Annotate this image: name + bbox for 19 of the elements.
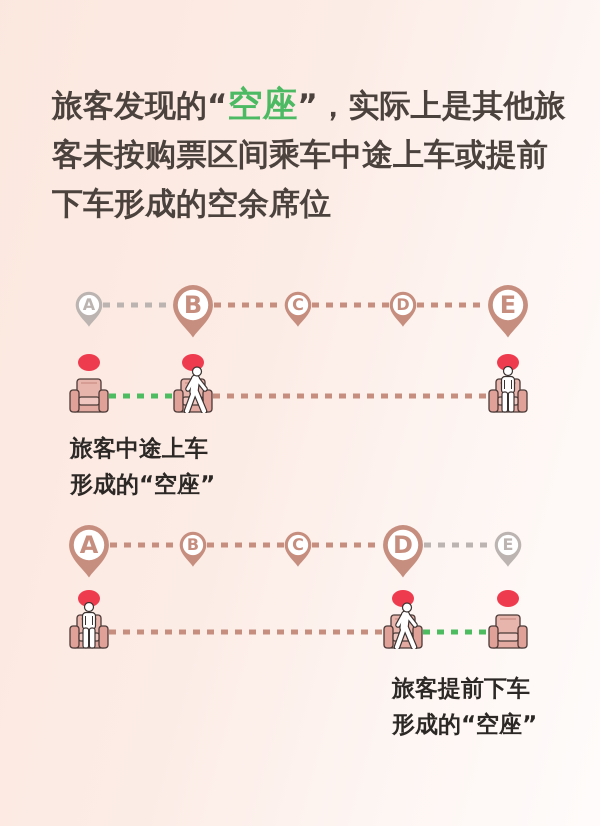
station-letter: D	[396, 297, 410, 313]
dashed-connector	[109, 394, 173, 398]
station-letter: C	[292, 297, 304, 313]
heading: 旅客发现的“空座”，实际上是其他旅客未按购票区间乘车中途上车或提前下车形成的空余席位	[52, 84, 567, 224]
station-letter: B	[186, 537, 200, 553]
dashed-connector	[207, 542, 284, 548]
station-letter: E	[500, 293, 516, 317]
station-letter: C	[292, 537, 304, 553]
caption-text: 旅客提前下车形成的“空座”	[392, 675, 538, 740]
dashed-connector	[213, 394, 488, 398]
station-letter: E	[502, 537, 514, 553]
dashed-connector	[423, 630, 488, 634]
dashed-connector	[109, 630, 383, 634]
station-letter: D	[393, 533, 413, 557]
caption-text: 旅客中途上车形成的“空座”	[70, 435, 216, 500]
station-letter: A	[82, 297, 96, 313]
dashed-connector	[312, 302, 389, 308]
station-letter: A	[80, 533, 98, 557]
station-letter: B	[184, 293, 202, 317]
